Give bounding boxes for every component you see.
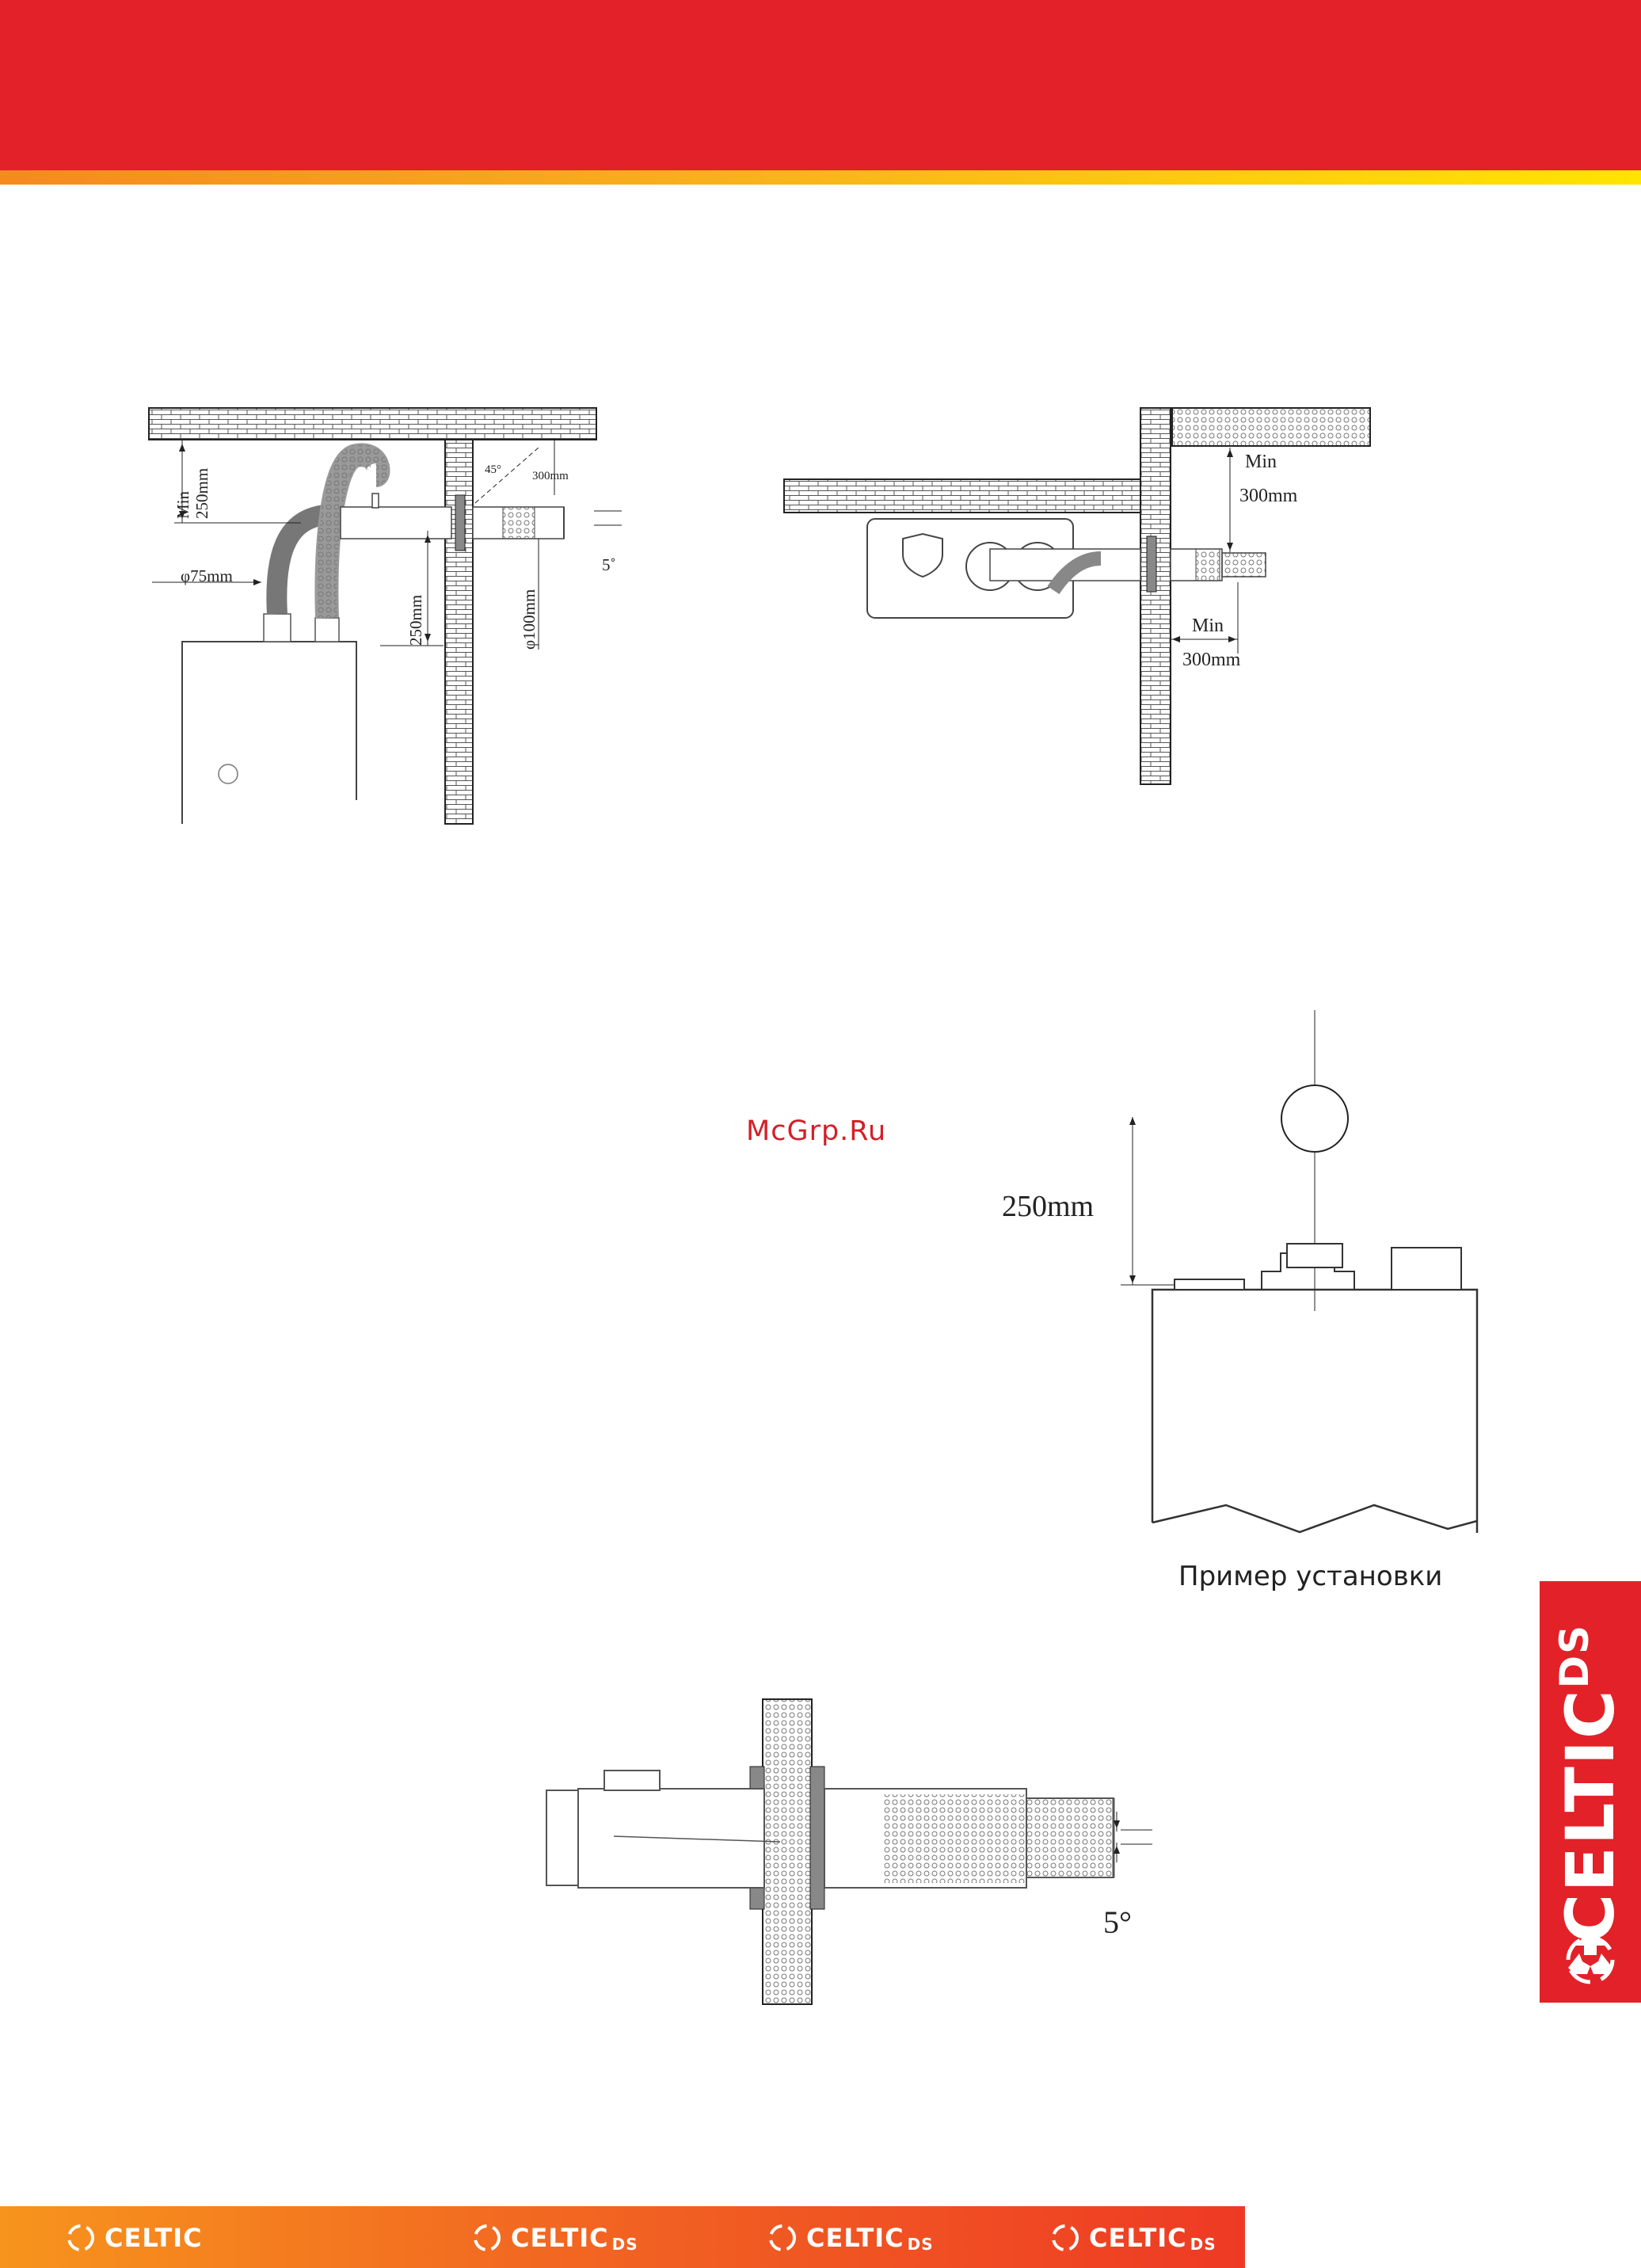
header-bar (0, 0, 1641, 170)
label-dist-top: 300mm (1239, 486, 1298, 506)
side-brand-logo: CELTICDS (1540, 1581, 1641, 2003)
label-slope: 5˚ (602, 555, 616, 574)
label-min-height: 250mm (192, 468, 211, 519)
side-wall-right (1140, 408, 1171, 784)
install-caption: Пример установки (1178, 1561, 1442, 1592)
ceiling-wall-right (784, 479, 1140, 513)
recycle-icon (1049, 2222, 1081, 2254)
recycle-icon (767, 2222, 798, 2254)
label-angle: 45° (485, 463, 501, 476)
label-min-top: Min (1245, 452, 1277, 472)
footer-logo-1: CELTIC (65, 2222, 206, 2254)
label-5deg: 5° (1103, 1904, 1132, 1940)
side-logo-text: CELTICDS (1552, 1624, 1629, 1942)
label-min-bottom: Min (1192, 616, 1224, 636)
label-min: Min (173, 490, 192, 519)
recycle-icon (1559, 1922, 1622, 1985)
figure-slope: 5° (519, 1695, 1152, 2008)
header-stripe (0, 170, 1641, 185)
watermark-text: McGrp.Ru (746, 1115, 886, 1147)
figure-install-example: 250mm (1002, 1006, 1501, 1561)
label-height: 250mm (406, 595, 425, 646)
label-distance: 300mm (532, 470, 569, 482)
recycle-icon (471, 2222, 503, 2254)
figure-right-installation: Min 300mm Min 300mm (780, 400, 1382, 796)
recycle-icon (65, 2222, 97, 2254)
label-250mm: 250mm (1002, 1190, 1094, 1223)
label-inlet-diameter: φ75mm (181, 566, 233, 585)
label-dist-bottom: 300mm (1182, 650, 1241, 670)
label-outlet-diameter: φ100mm (520, 589, 539, 650)
figure-left-installation: Min 250mm 45° 300mm φ75mm 250mm φ100mm 5… (143, 400, 634, 828)
ceiling-wall (149, 408, 596, 440)
